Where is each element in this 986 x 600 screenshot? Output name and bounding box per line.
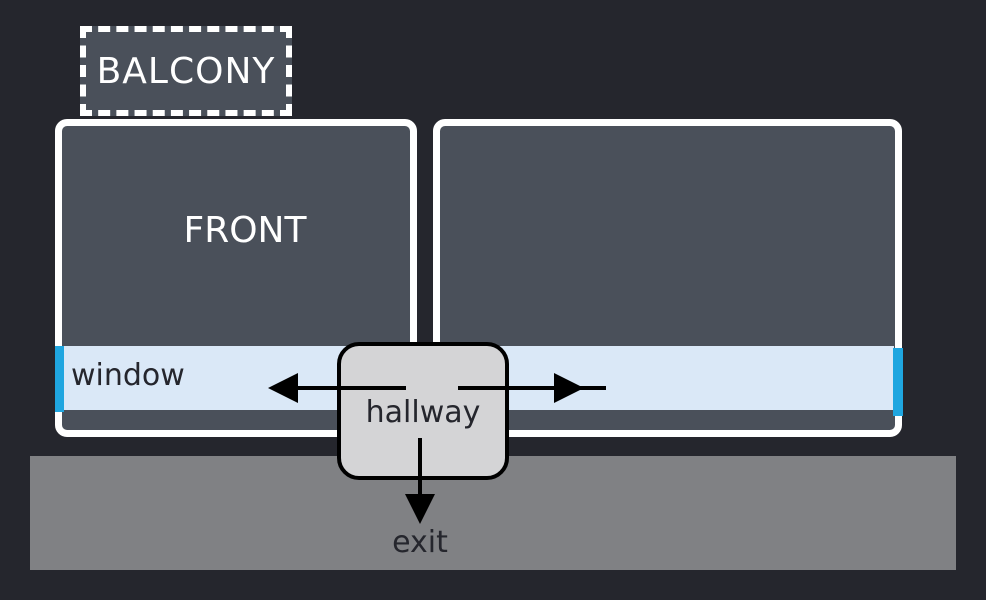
balcony-label: BALCONY (96, 51, 276, 92)
right-arrow-icon (458, 373, 606, 403)
front-label: FRONT (183, 210, 307, 251)
window-left-edge (55, 346, 64, 412)
exit-label: exit (392, 525, 448, 560)
left-arrow-icon (268, 373, 406, 403)
window-label: window (71, 358, 185, 393)
down-arrow-icon (405, 438, 435, 524)
hallway-label: hallway (365, 395, 481, 430)
window-right-edge (893, 348, 903, 416)
balcony-area (80, 26, 292, 116)
hallway-box (337, 342, 509, 480)
